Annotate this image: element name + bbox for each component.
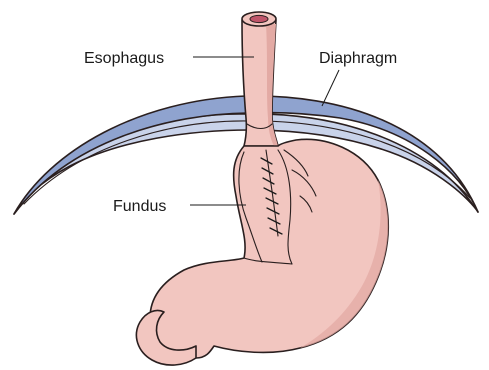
label-esophagus-group: Esophagus xyxy=(84,50,254,67)
stomach xyxy=(136,139,388,365)
label-fundus-group: Fundus xyxy=(113,198,246,215)
leader-diaphragm xyxy=(322,70,339,106)
esophagus-lumen xyxy=(250,15,268,22)
esophagus xyxy=(242,12,278,146)
label-diaphragm-group: Diaphragm xyxy=(319,50,397,106)
label-fundus: Fundus xyxy=(113,198,166,215)
label-esophagus: Esophagus xyxy=(84,50,164,67)
label-diaphragm: Diaphragm xyxy=(319,50,397,67)
